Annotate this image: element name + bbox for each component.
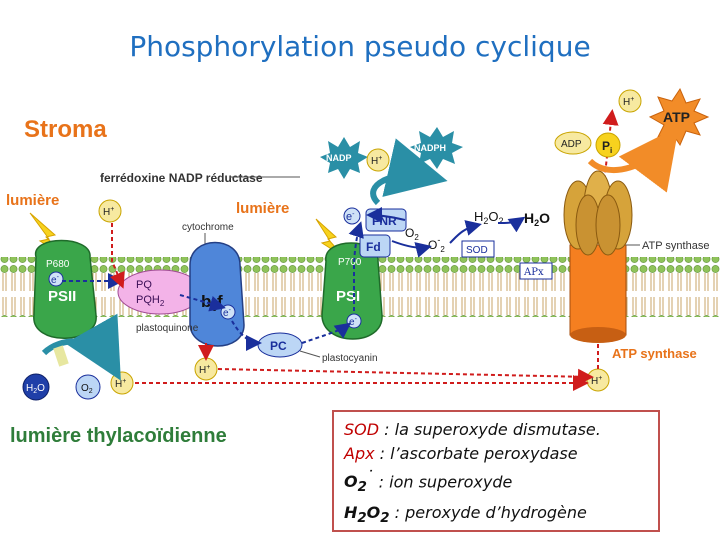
cytochrome-b6f [189,241,245,347]
psi-label: PSI [336,288,360,305]
apx-box [519,262,553,280]
p680-label: P680 [46,259,70,270]
h2o-label: H2O [26,383,45,395]
legend-row-apx: Apx : l’ascorbate peroxydase [344,442,648,466]
svg-text:e-: e- [346,211,355,223]
stroma-label: Stroma [24,116,107,143]
photosynthesis-diagram: Stroma lumière lumière ferrédoxine NADP … [0,87,720,447]
pc-label: PC [270,339,287,353]
nadp-label: NADP [326,153,352,163]
h2o2-label: H2O2 [474,209,504,226]
cytochrome-label: cytochrome [182,222,234,233]
legend-h2o2-abbr: H2O2 [344,502,390,526]
legend-box: SOD : la superoxyde dismutase. Apx : l’a… [332,410,660,532]
plastocyanin-label: plastocyanin [322,353,378,364]
h-plus-badge-atp-top: H+ [618,89,642,113]
atp-synthase-stalk [569,244,627,336]
legend-o2-abbr: O2˙ [344,470,374,496]
nadp-badge [320,137,368,179]
sod-box [461,240,495,258]
legend-row-sod: SOD : la superoxyde dismutase. [344,418,648,442]
svg-text:H+: H+ [591,375,602,387]
legend-row-o2: O2˙ : ion superoxyde [344,466,648,501]
o2-label: O2 [81,383,93,395]
legend-sod-abbr: SOD [344,420,380,439]
p700-label: P700 [338,257,362,268]
legend-apx-text: : l’ascorbate peroxydase [374,444,578,463]
water-splitting-arrow [41,313,121,381]
atp-synthase-label-top: ATP synthase [642,240,709,252]
h-plus-badge-psii-stroma: H+ [98,199,122,223]
h-plus-badge-atp-bottom: H+ [586,368,610,392]
light-label-left: lumière [6,192,59,209]
legend-sod-text: : la superoxyde dismutase. [379,420,601,439]
svg-text:H+: H+ [115,378,126,390]
lumen-label: lumière thylacoïdienne [10,425,227,447]
adp-badge [554,131,592,155]
svg-text:e-: e- [51,274,60,286]
fd-label: Fd [366,240,381,254]
o2-minus-label: O-2 [428,235,445,254]
pi-label: Pi [602,139,612,155]
apx-box-label: APx [523,267,544,278]
legend-apx-abbr: Apx [344,444,375,463]
plastoquinone-label: plastoquinone [136,323,199,334]
legend-row-h2o2: H2O2 : peroxyde d’hydrogène [344,501,648,531]
nadph-label: NADPH [414,143,446,153]
svg-text:e-: e- [223,307,232,319]
sod-box-label: SOD [466,245,488,256]
ferredoxin-box [359,234,391,258]
h2o-right-label: H2O [524,210,550,228]
svg-text:H+: H+ [623,96,634,108]
atp-synthase-head [563,170,633,256]
svg-text:e-: e- [349,316,358,328]
svg-text:H+: H+ [199,364,210,376]
legend-h2o2-text: : peroxyde d’hydrogène [389,502,587,522]
light-label-middle: lumière [236,200,289,217]
h-plus-badge-lumen-b6f: H+ [194,357,218,381]
atp-synthase-label-bottom: ATP synthase [612,346,697,361]
svg-text:H+: H+ [103,206,114,218]
svg-text:H+: H+ [371,155,382,167]
page-title: Phosphorylation pseudo cyclique [129,30,591,63]
psii-label: PSII [48,288,76,305]
adp-label: ADP [561,139,582,150]
o2-label-fnr: O2 [405,226,419,242]
legend-o2-text: : ion superoxyde [373,472,513,492]
fnr-enzyme-label: ferrédoxine NADP réductase [100,171,263,185]
pq-label: PQ [136,279,152,291]
pqh2-label: PQH2 [136,294,165,308]
atp-label: ATP [663,109,690,125]
h-plus-badge-lumen-psii: H+ [110,371,134,395]
